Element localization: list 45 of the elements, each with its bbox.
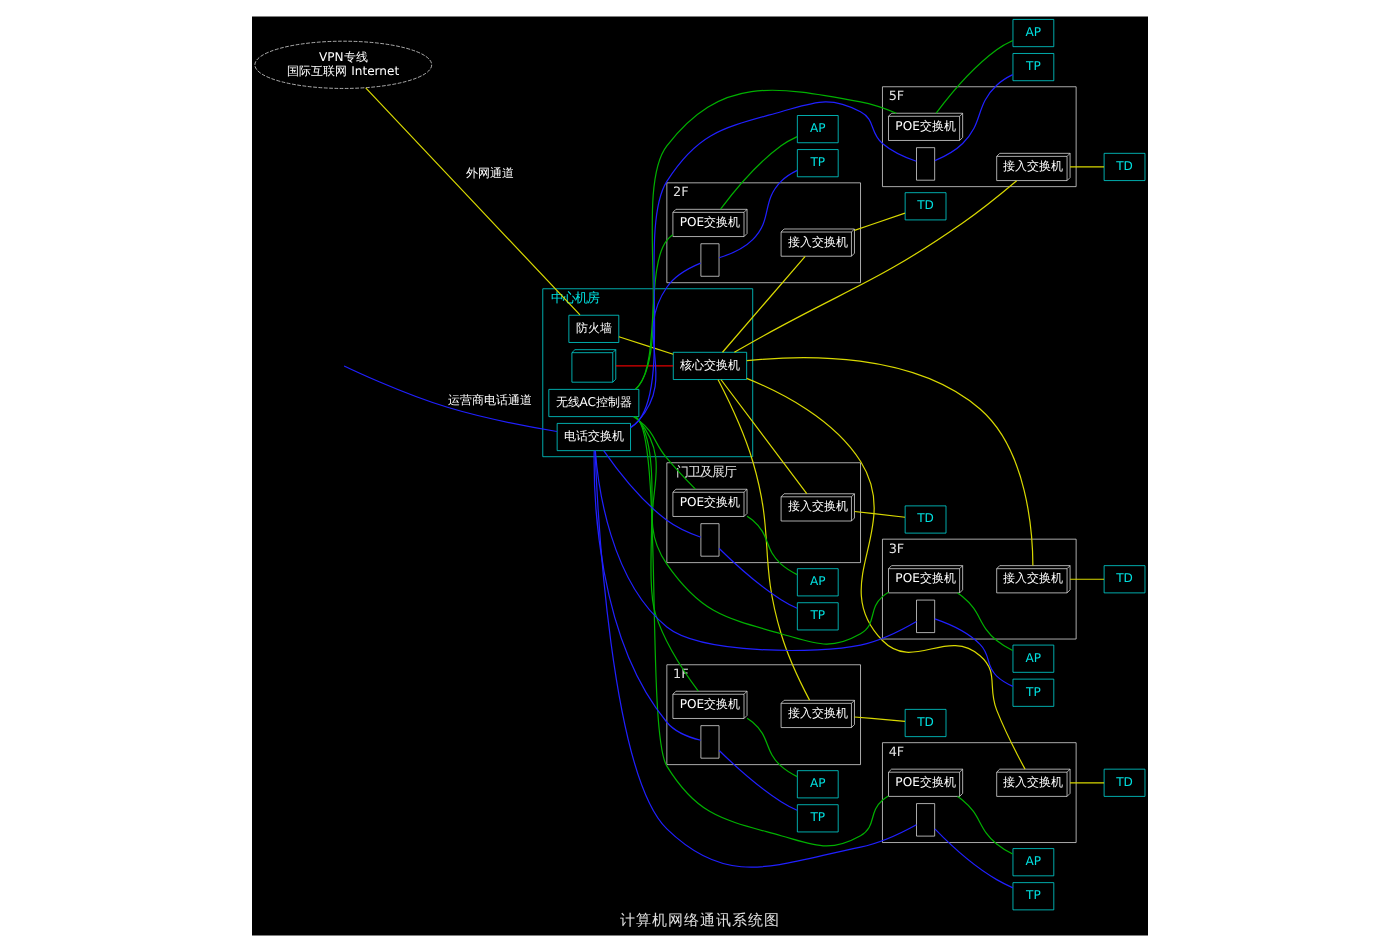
node-box <box>916 599 936 633</box>
node-box <box>916 803 936 837</box>
connector <box>717 379 811 701</box>
connector <box>746 515 798 576</box>
connector <box>343 365 558 433</box>
node-box <box>916 147 936 181</box>
node-box <box>700 725 720 759</box>
connector <box>720 379 808 495</box>
connector <box>593 450 702 741</box>
connector <box>935 39 1014 114</box>
connector <box>934 74 1014 162</box>
connector <box>634 416 889 847</box>
connector <box>603 450 702 538</box>
connector <box>718 169 798 259</box>
connector <box>934 828 1014 889</box>
connector <box>1069 782 1105 784</box>
connector <box>632 416 696 490</box>
connector <box>853 212 906 231</box>
connector <box>934 618 1014 687</box>
connector <box>956 795 1014 855</box>
connector <box>629 262 702 428</box>
connector <box>853 716 906 722</box>
connector <box>718 547 798 609</box>
connector <box>594 450 918 652</box>
connector <box>956 592 1014 652</box>
connector <box>746 357 1034 567</box>
connector <box>365 87 581 316</box>
connector <box>634 416 699 692</box>
node-box <box>700 523 720 557</box>
connector <box>630 101 917 429</box>
connector <box>718 749 798 811</box>
connector <box>594 450 918 868</box>
node-box <box>700 243 720 277</box>
connector <box>733 180 1018 353</box>
connector <box>853 510 906 518</box>
connector <box>721 255 806 353</box>
connector <box>719 136 798 210</box>
connector <box>634 416 890 645</box>
connector <box>634 89 897 390</box>
connector <box>746 377 1026 770</box>
connector <box>746 717 798 778</box>
connector <box>618 336 674 355</box>
connector <box>1069 578 1105 580</box>
connector <box>1069 166 1105 168</box>
connector <box>615 365 674 367</box>
